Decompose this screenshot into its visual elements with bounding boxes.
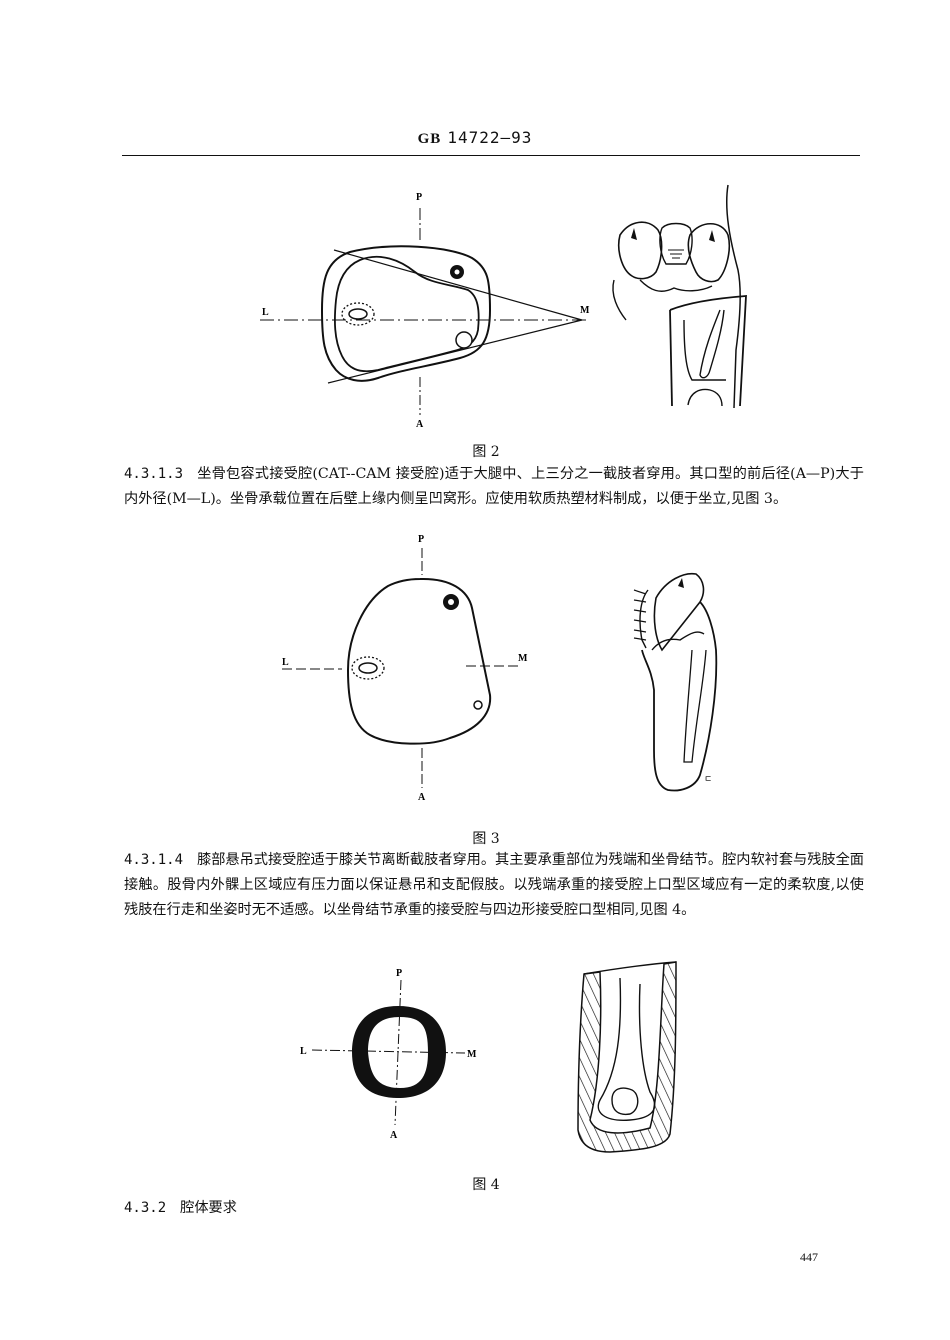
axis-label-a: A bbox=[390, 1130, 398, 1141]
section-number: 4.3.1.4 bbox=[124, 852, 184, 868]
figure-3-hip-illustration: ㄷ bbox=[633, 572, 718, 792]
axis-label-p: P bbox=[418, 534, 424, 545]
axis-label-m: M bbox=[467, 1049, 477, 1060]
figure-4-longitudinal-section bbox=[577, 961, 677, 1153]
section-number: 4.3.2 bbox=[124, 1200, 167, 1216]
figure-3-caption: 图 3 bbox=[472, 831, 500, 847]
section-text: 膝部悬吊式接受腔适于膝关节离断截肢者穿用。其主要承重部位为残端和坐骨结节。腔内软… bbox=[124, 852, 864, 918]
figure-4-caption: 图 4 bbox=[472, 1177, 500, 1193]
figure-3-cross-section: P L M A bbox=[282, 534, 528, 803]
section-number: 4.3.1.3 bbox=[124, 466, 184, 482]
standard-number: 14722—93 bbox=[447, 128, 533, 147]
axis-label-m: M bbox=[518, 653, 528, 664]
axis-label-m: M bbox=[580, 305, 590, 316]
header-rule bbox=[122, 155, 860, 156]
standard-prefix: GB bbox=[417, 131, 442, 147]
page-header: GB 14722—93 bbox=[0, 128, 950, 148]
page-number: 447 bbox=[800, 1250, 818, 1264]
figure-2-caption: 图 2 bbox=[472, 444, 500, 460]
axis-label-p: P bbox=[396, 968, 402, 979]
axis-label-a: A bbox=[418, 792, 426, 803]
axis-label-a: A bbox=[416, 419, 424, 430]
figure-2-pelvis-illustration bbox=[612, 184, 747, 409]
figure-2-cross-section: P L M A bbox=[260, 192, 590, 430]
small-mark: ㄷ bbox=[704, 774, 712, 784]
axis-label-l: L bbox=[282, 657, 289, 668]
axis-label-p: P bbox=[416, 192, 422, 203]
figure-4-ring-cross-section: P L M A bbox=[300, 968, 477, 1141]
section-4-3-2: 4.3.2 腔体要求 bbox=[124, 1196, 864, 1221]
section-text: 坐骨包容式接受腔(CAT--CAM 接受腔)适于大腿中、上三分之一截肢者穿用。其… bbox=[124, 466, 864, 507]
axis-label-l: L bbox=[300, 1046, 307, 1057]
section-text: 腔体要求 bbox=[180, 1200, 237, 1216]
axis-label-l: L bbox=[262, 307, 269, 318]
